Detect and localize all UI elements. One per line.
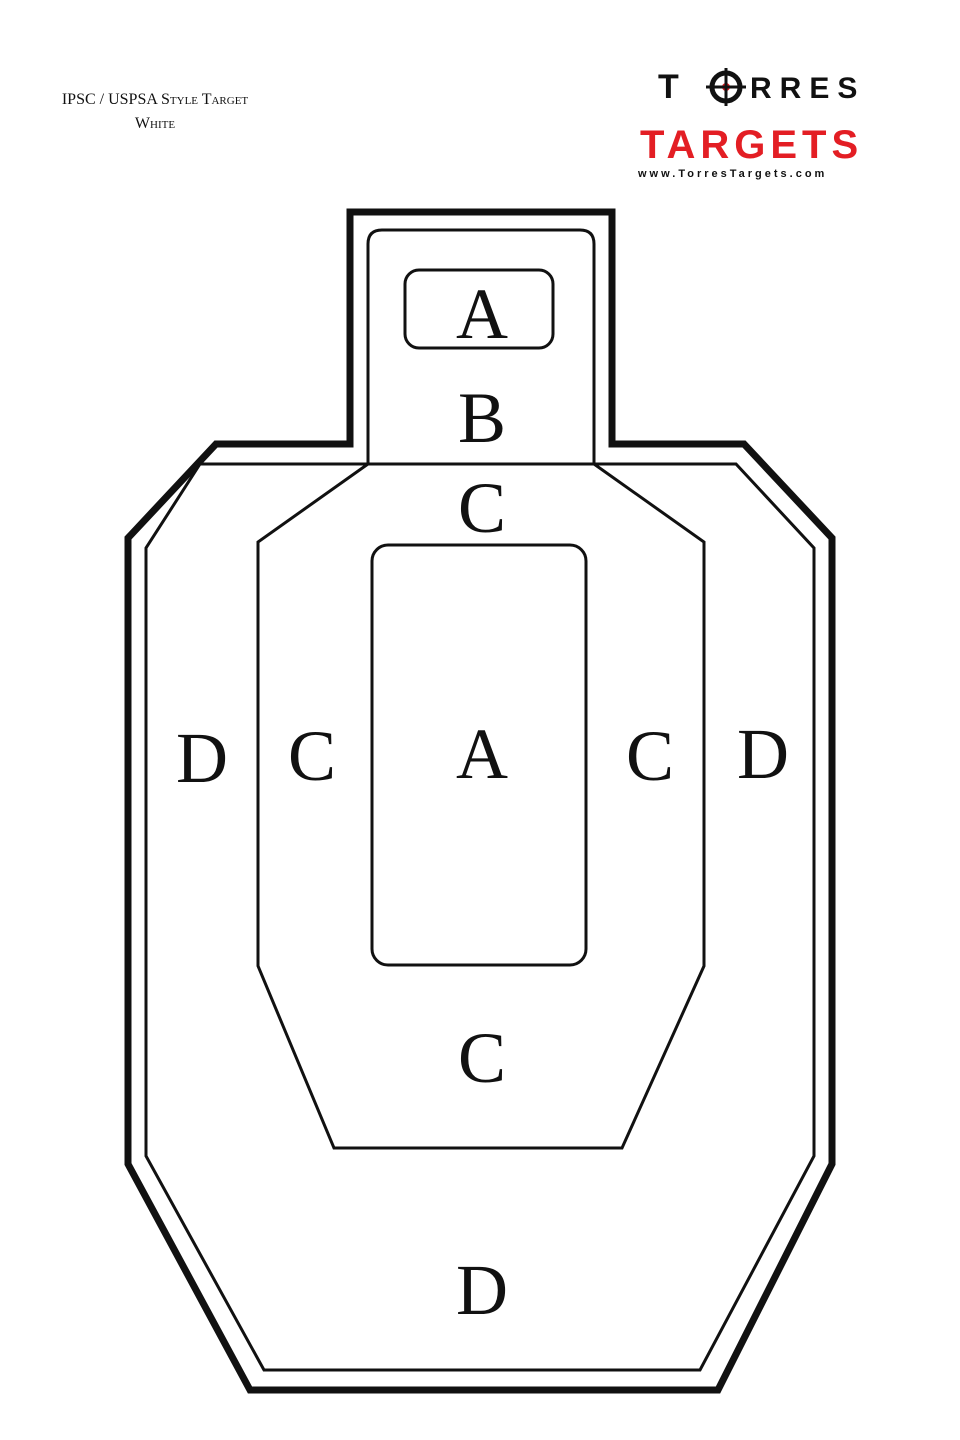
zone-label-body-a: A <box>456 714 508 794</box>
zone-label-left-c: C <box>288 716 336 796</box>
zone-head-a-border <box>403 268 555 350</box>
target-caption: IPSC / USPSA Style Target White <box>30 88 280 136</box>
caption-subtitle: White <box>134 115 176 132</box>
logo-website: www.TorresTargets.com <box>637 168 827 180</box>
logo-word-torres: T RRES <box>658 68 865 106</box>
zone-label-right-d: D <box>737 714 789 794</box>
target-outer-border <box>124 208 836 1394</box>
zone-body-a-border <box>370 543 588 967</box>
zone-b-border <box>366 228 596 464</box>
logo-word-targets: TARGETS <box>640 123 863 167</box>
crosshair-icon <box>706 68 746 106</box>
zone-label-head-b: B <box>458 378 506 458</box>
zone-label-right-c: C <box>626 716 674 796</box>
zone-d-border <box>144 462 816 1372</box>
logo-t: T <box>658 68 685 106</box>
zone-label-bottom-c: C <box>458 1018 506 1098</box>
logo-rres: RRES <box>750 72 865 105</box>
zone-c-border <box>256 462 706 1150</box>
zone-label-head-a: A <box>456 274 508 354</box>
zone-label-bottom-d: D <box>456 1250 508 1330</box>
caption-title: IPSC / USPSA Style Target <box>61 91 249 108</box>
zone-label-left-d: D <box>176 718 228 798</box>
torres-targets-logo: T RRES TARGETS www.TorresTargets.com <box>637 68 865 180</box>
zone-label-neck-c: C <box>458 468 506 548</box>
